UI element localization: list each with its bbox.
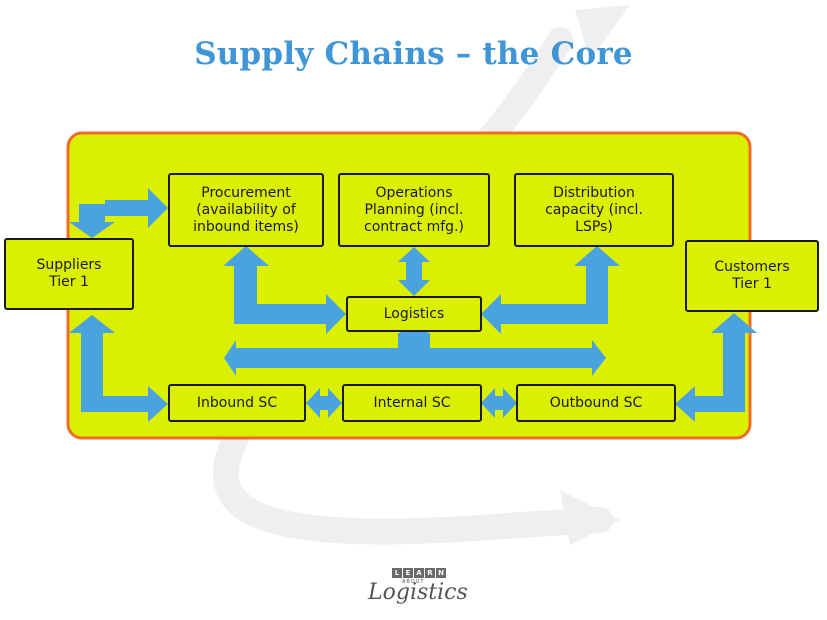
arrow-suppliers-to-procurement [69,188,168,238]
arrow-procurement-to-logistics [223,246,346,334]
arrow-logistics-down [398,330,430,346]
arrow-logistics-to-sc-row [224,333,606,376]
learn-about-logistics-logo: L E A R N ABOUT Logistics [362,566,472,610]
distribution-box: Distribution capacity (incl. LSPs) [514,173,674,247]
logistics-box: Logistics [346,296,482,332]
procurement-box: Procurement (availability of inbound ite… [168,173,324,247]
arrow-operations-to-logistics [398,247,430,296]
logo-tile: E [403,568,413,578]
page-title: Supply Chains – the Core [194,36,633,72]
operations-box: Operations Planning (incl. contract mfg.… [338,173,490,247]
logo-initial: L [368,580,383,605]
arrow-suppliers-to-inbound [69,315,168,422]
customers-box: Customers Tier 1 [685,240,819,312]
logo-about: ABOUT [402,579,425,585]
internal-sc-box: Internal SC [342,384,482,422]
outbound-sc-box: Outbound SC [516,384,676,422]
inbound-sc-box: Inbound SC [168,384,306,422]
arrow-distribution-to-logistics [481,246,620,334]
logo-tile: R [425,568,435,578]
logo-tile: A [414,568,424,578]
logo-tiles: L E A R N [392,568,446,578]
logo-word: ogistics [382,580,468,605]
arrow-outbound-to-customers [675,313,757,422]
logo-wordmark: Logistics [368,580,468,605]
arrow-internal-outbound [481,388,517,418]
logo-tile: L [392,568,402,578]
logo-tile: N [436,568,446,578]
arrow-inbound-internal [306,388,342,418]
suppliers-box: Suppliers Tier 1 [4,238,134,310]
